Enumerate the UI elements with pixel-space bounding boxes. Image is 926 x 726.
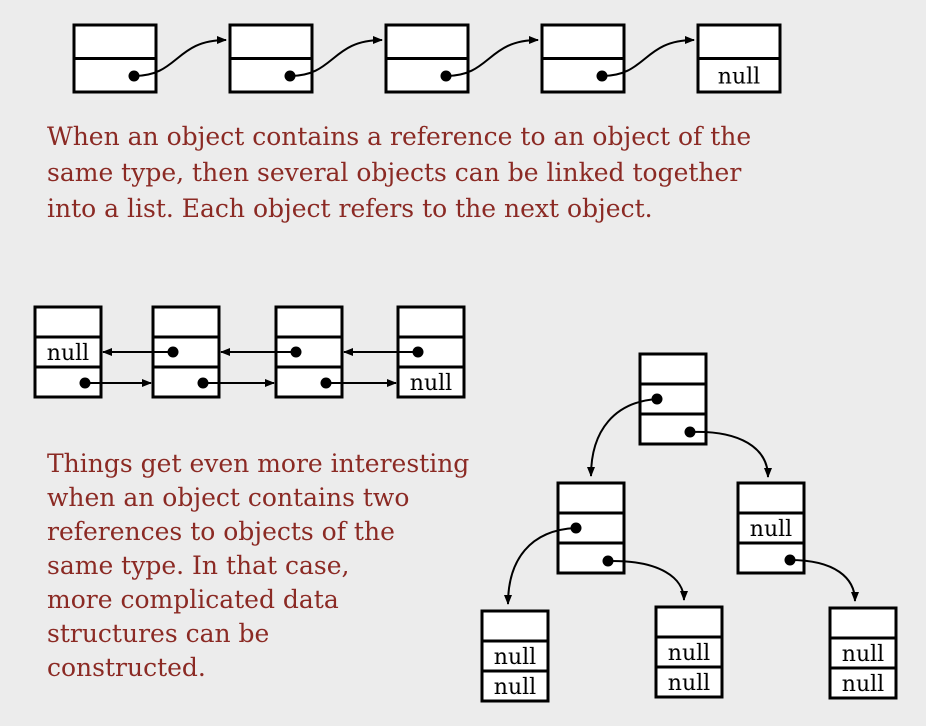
reference-dot — [128, 70, 140, 82]
caption-line: more complicated data — [47, 585, 339, 614]
singly-linked-list-caption: When an object contains a reference to a… — [47, 119, 751, 227]
reference-arrow — [789, 559, 859, 602]
reference-dot — [290, 346, 302, 358]
null-label: null — [494, 645, 536, 670]
null-label: null — [410, 371, 452, 396]
tree-leaf-node-1: null null — [480, 609, 550, 703]
node-box — [480, 609, 550, 703]
reference-arrow — [601, 36, 695, 77]
caption-line: references to objects of the — [47, 517, 395, 546]
null-label: null — [668, 641, 710, 666]
list-node-4 — [540, 23, 626, 94]
reference-dot — [784, 554, 796, 566]
reference-dot — [602, 555, 614, 567]
reference-arrow — [445, 36, 539, 77]
null-label: null — [47, 341, 89, 366]
caption-line: same type. In that case, — [47, 551, 350, 580]
null-label: null — [842, 642, 884, 667]
tree-left-node — [556, 481, 626, 575]
reference-dot — [167, 346, 179, 358]
reference-arrow — [289, 36, 383, 77]
caption-line: Things get even more interesting — [47, 449, 470, 478]
caption-line: When an object contains a reference to a… — [47, 122, 752, 151]
reference-arrow — [607, 559, 688, 601]
reference-dot — [570, 522, 582, 534]
caption-line: into a list. Each object refers to the n… — [47, 194, 653, 223]
list-node-1 — [72, 23, 158, 94]
reference-dot — [284, 70, 296, 82]
reference-dot — [412, 346, 424, 358]
null-label: null — [842, 672, 884, 697]
list-node-2 — [228, 23, 314, 94]
reference-dot — [596, 70, 608, 82]
list-node-5: null — [696, 23, 782, 94]
caption-line: same type, then several objects can be l… — [47, 158, 742, 187]
caption-line: structures can be — [47, 619, 270, 648]
reference-arrow — [587, 398, 658, 477]
reference-arrow — [689, 430, 772, 478]
node-box — [828, 606, 898, 700]
null-label: null — [494, 675, 536, 700]
reference-dot — [440, 70, 452, 82]
tree-leaf-node-3: null null — [828, 606, 898, 700]
reference-arrow — [504, 527, 577, 605]
reference-dot — [197, 377, 209, 389]
tree-caption: Things get even more interesting when an… — [47, 447, 469, 685]
node-box — [654, 605, 724, 699]
reference-dot — [79, 377, 91, 389]
null-label: null — [750, 517, 792, 542]
list-node-3 — [384, 23, 470, 94]
caption-line: when an object contains two — [47, 483, 410, 512]
reference-dot — [684, 426, 696, 438]
reference-dot — [320, 377, 332, 389]
reference-arrow — [133, 36, 227, 77]
tree-leaf-node-2: null null — [654, 605, 724, 699]
reference-dot — [651, 393, 663, 405]
caption-line: constructed. — [47, 653, 206, 682]
null-label: null — [668, 671, 710, 696]
null-label: null — [718, 64, 760, 89]
